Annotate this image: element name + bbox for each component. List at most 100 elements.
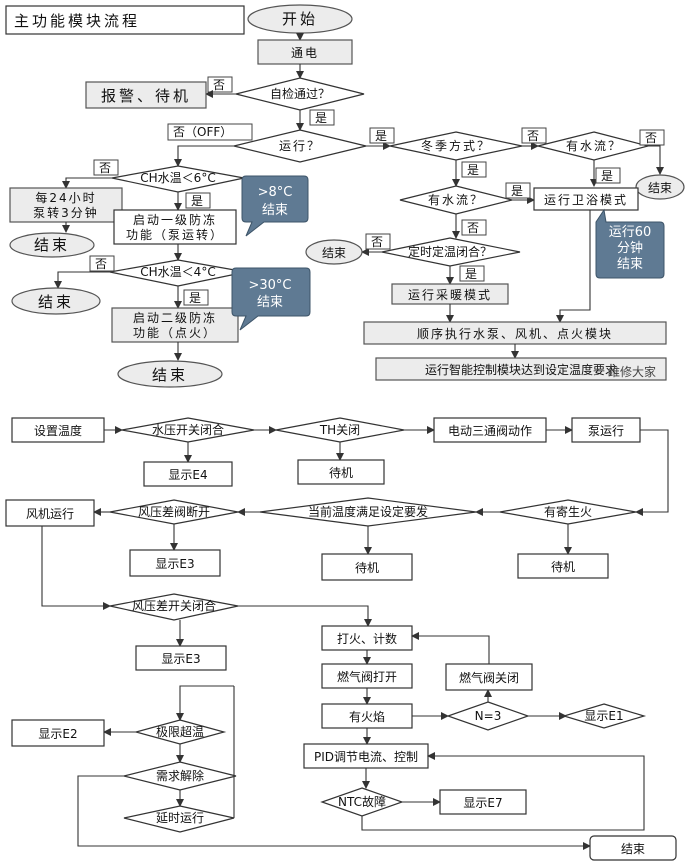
svg-text:自检通过？: 自检通过？ [270,86,330,101]
svg-text:结束: 结束 [322,246,346,260]
self-check-diamond: 自检通过？ [235,77,365,111]
delay-run-diamond: 延时运行 [123,805,235,833]
svg-text:否: 否 [527,129,539,143]
svg-text:NTC故障: NTC故障 [338,794,386,809]
th-closed-diamond: TH关闭 [275,417,405,443]
svg-text:需求解除: 需求解除 [156,768,204,783]
wind-switch-diamond: 风压差开关闭合 [109,593,239,621]
current-temp-diamond: 当前温度满足设定要发 [259,497,477,527]
svg-text:有火焰: 有火焰 [349,709,385,724]
svg-text:否: 否 [95,257,107,271]
label-no: 否 [521,127,547,144]
antifreeze2-box: 启动二级防冻 功能（点火） [111,307,239,343]
demand-release-diamond: 需求解除 [123,761,237,791]
show-e1-diamond: 显示E1 [561,703,647,729]
water-flow-diamond-right: 有水流？ [537,131,651,161]
end-terminal: 结束 [305,239,363,265]
svg-text:是: 是 [511,184,523,198]
svg-text:>30°C: >30°C [248,278,291,293]
end-terminal: 结束 [11,287,101,315]
svg-text:待机: 待机 [551,560,575,574]
heating-mode-box: 运行采暖模式 [391,283,509,305]
svg-text:定时定温闭合？: 定时定温闭合？ [408,244,492,259]
svg-text:显示E1: 显示E1 [584,709,623,723]
svg-text:结束: 结束 [38,293,74,311]
svg-text:电动三通阀动作: 电动三通阀动作 [448,424,532,438]
alarm-standby-box: 报警、待机 [85,81,207,109]
standby-box-3: 待机 [321,553,413,581]
svg-text:延时运行: 延时运行 [156,811,204,825]
sequence-box: 顺序执行水泵、风机、点火模块 [363,321,667,345]
gas-valve-open-box: 燃气阀打开 [321,663,413,689]
show-e7-box: 显示E7 [439,789,527,815]
label-yes: 是 [183,289,209,306]
svg-text:极限超温: 极限超温 [156,724,204,739]
ch-temp-6-diamond: CH水温＜6°C [111,165,245,193]
svg-text:运行智能控制模块达到设定温度要求: 运行智能控制模块达到设定温度要求 [425,362,617,377]
svg-text:运行？: 运行？ [279,139,321,153]
svg-text:是: 是 [465,267,477,281]
svg-text:TH关闭: TH关闭 [319,423,360,437]
svg-text:否: 否 [99,161,111,175]
svg-text:待机: 待机 [355,561,379,575]
end-terminal: 结束 [117,360,223,388]
pump-run-box: 泵运行 [571,417,641,443]
svg-text:有寄生火: 有寄生火 [544,504,592,519]
svg-text:是: 是 [375,129,387,143]
svg-text:报警、待机: 报警、待机 [101,87,191,105]
svg-text:否: 否 [467,221,479,235]
has-flame-box: 有火焰 [321,703,413,729]
svg-text:否: 否 [371,235,383,249]
svg-text:打火、计数: 打火、计数 [337,631,397,646]
standby-box-2: 待机 [517,553,609,579]
svg-text:设置温度: 设置温度 [34,423,82,438]
svg-text:功能（点火）: 功能（点火） [133,326,217,340]
svg-text:当前温度满足设定要发: 当前温度满足设定要发 [308,504,428,519]
svg-text:是: 是 [601,169,613,183]
bubble-30c: >30°C 结束 [231,267,311,331]
label-no: 否 [89,255,115,272]
label-no: 否 [365,233,391,250]
three-way-valve-box: 电动三通阀动作 [433,417,547,443]
label-yes: 是 [461,161,487,178]
svg-text:结束: 结束 [262,203,288,218]
label-yes: 是 [459,265,485,282]
svg-text:有水流？: 有水流？ [428,193,484,207]
svg-text:CH水温＜4°C: CH水温＜4°C [140,265,215,279]
label-no: 否 [93,159,119,176]
svg-text:结束: 结束 [617,257,643,272]
water-flow-diamond: 有水流？ [399,185,513,215]
svg-text:风机运行: 风机运行 [26,507,74,521]
svg-text:结束: 结束 [152,366,188,384]
standby-box: 待机 [297,459,385,485]
svg-text:结束: 结束 [34,236,70,254]
svg-text:风压差阀断开: 风压差阀断开 [138,504,210,519]
set-temp-box: 设置温度 [11,417,105,443]
bubble-8c: >8°C 结束 [241,175,309,237]
label-yes: 是 [185,192,211,209]
ntc-fault-diamond: NTC故障 [320,787,404,817]
show-e4-box: 显示E4 [143,461,233,487]
label-yes: 是 [369,127,395,144]
svg-text:通电: 通电 [291,46,319,60]
svg-text:运行60: 运行60 [609,225,652,240]
svg-text:泵转3分钟: 泵转3分钟 [33,205,99,220]
label-no: 否 [639,129,665,146]
ch-temp-4-diamond: CH水温＜4°C [109,259,247,287]
antifreeze1-box: 启动一级防冻 功能（泵运转） [113,209,237,245]
ignite-count-box: 打火、计数 [321,625,413,651]
start-terminal: 开始 [247,4,353,34]
end-box: 结束 [589,835,677,861]
svg-text:每24小时: 每24小时 [35,190,96,205]
label-off: 否（OFF） [167,123,253,141]
svg-text:是: 是 [315,111,327,125]
svg-text:水压开关闭合: 水压开关闭合 [152,422,224,437]
end-terminal: 结束 [635,174,685,200]
svg-text:燃气阀关闭: 燃气阀关闭 [459,670,519,685]
svg-text:顺序执行水泵、风机、点火模块: 顺序执行水泵、风机、点火模块 [417,326,613,341]
svg-text:显示E4: 显示E4 [168,468,207,482]
winter-mode-diamond: 冬季方式？ [389,131,523,161]
gas-valve-close-box: 燃气阀关闭 [445,663,533,691]
label-no: 否 [461,219,487,236]
